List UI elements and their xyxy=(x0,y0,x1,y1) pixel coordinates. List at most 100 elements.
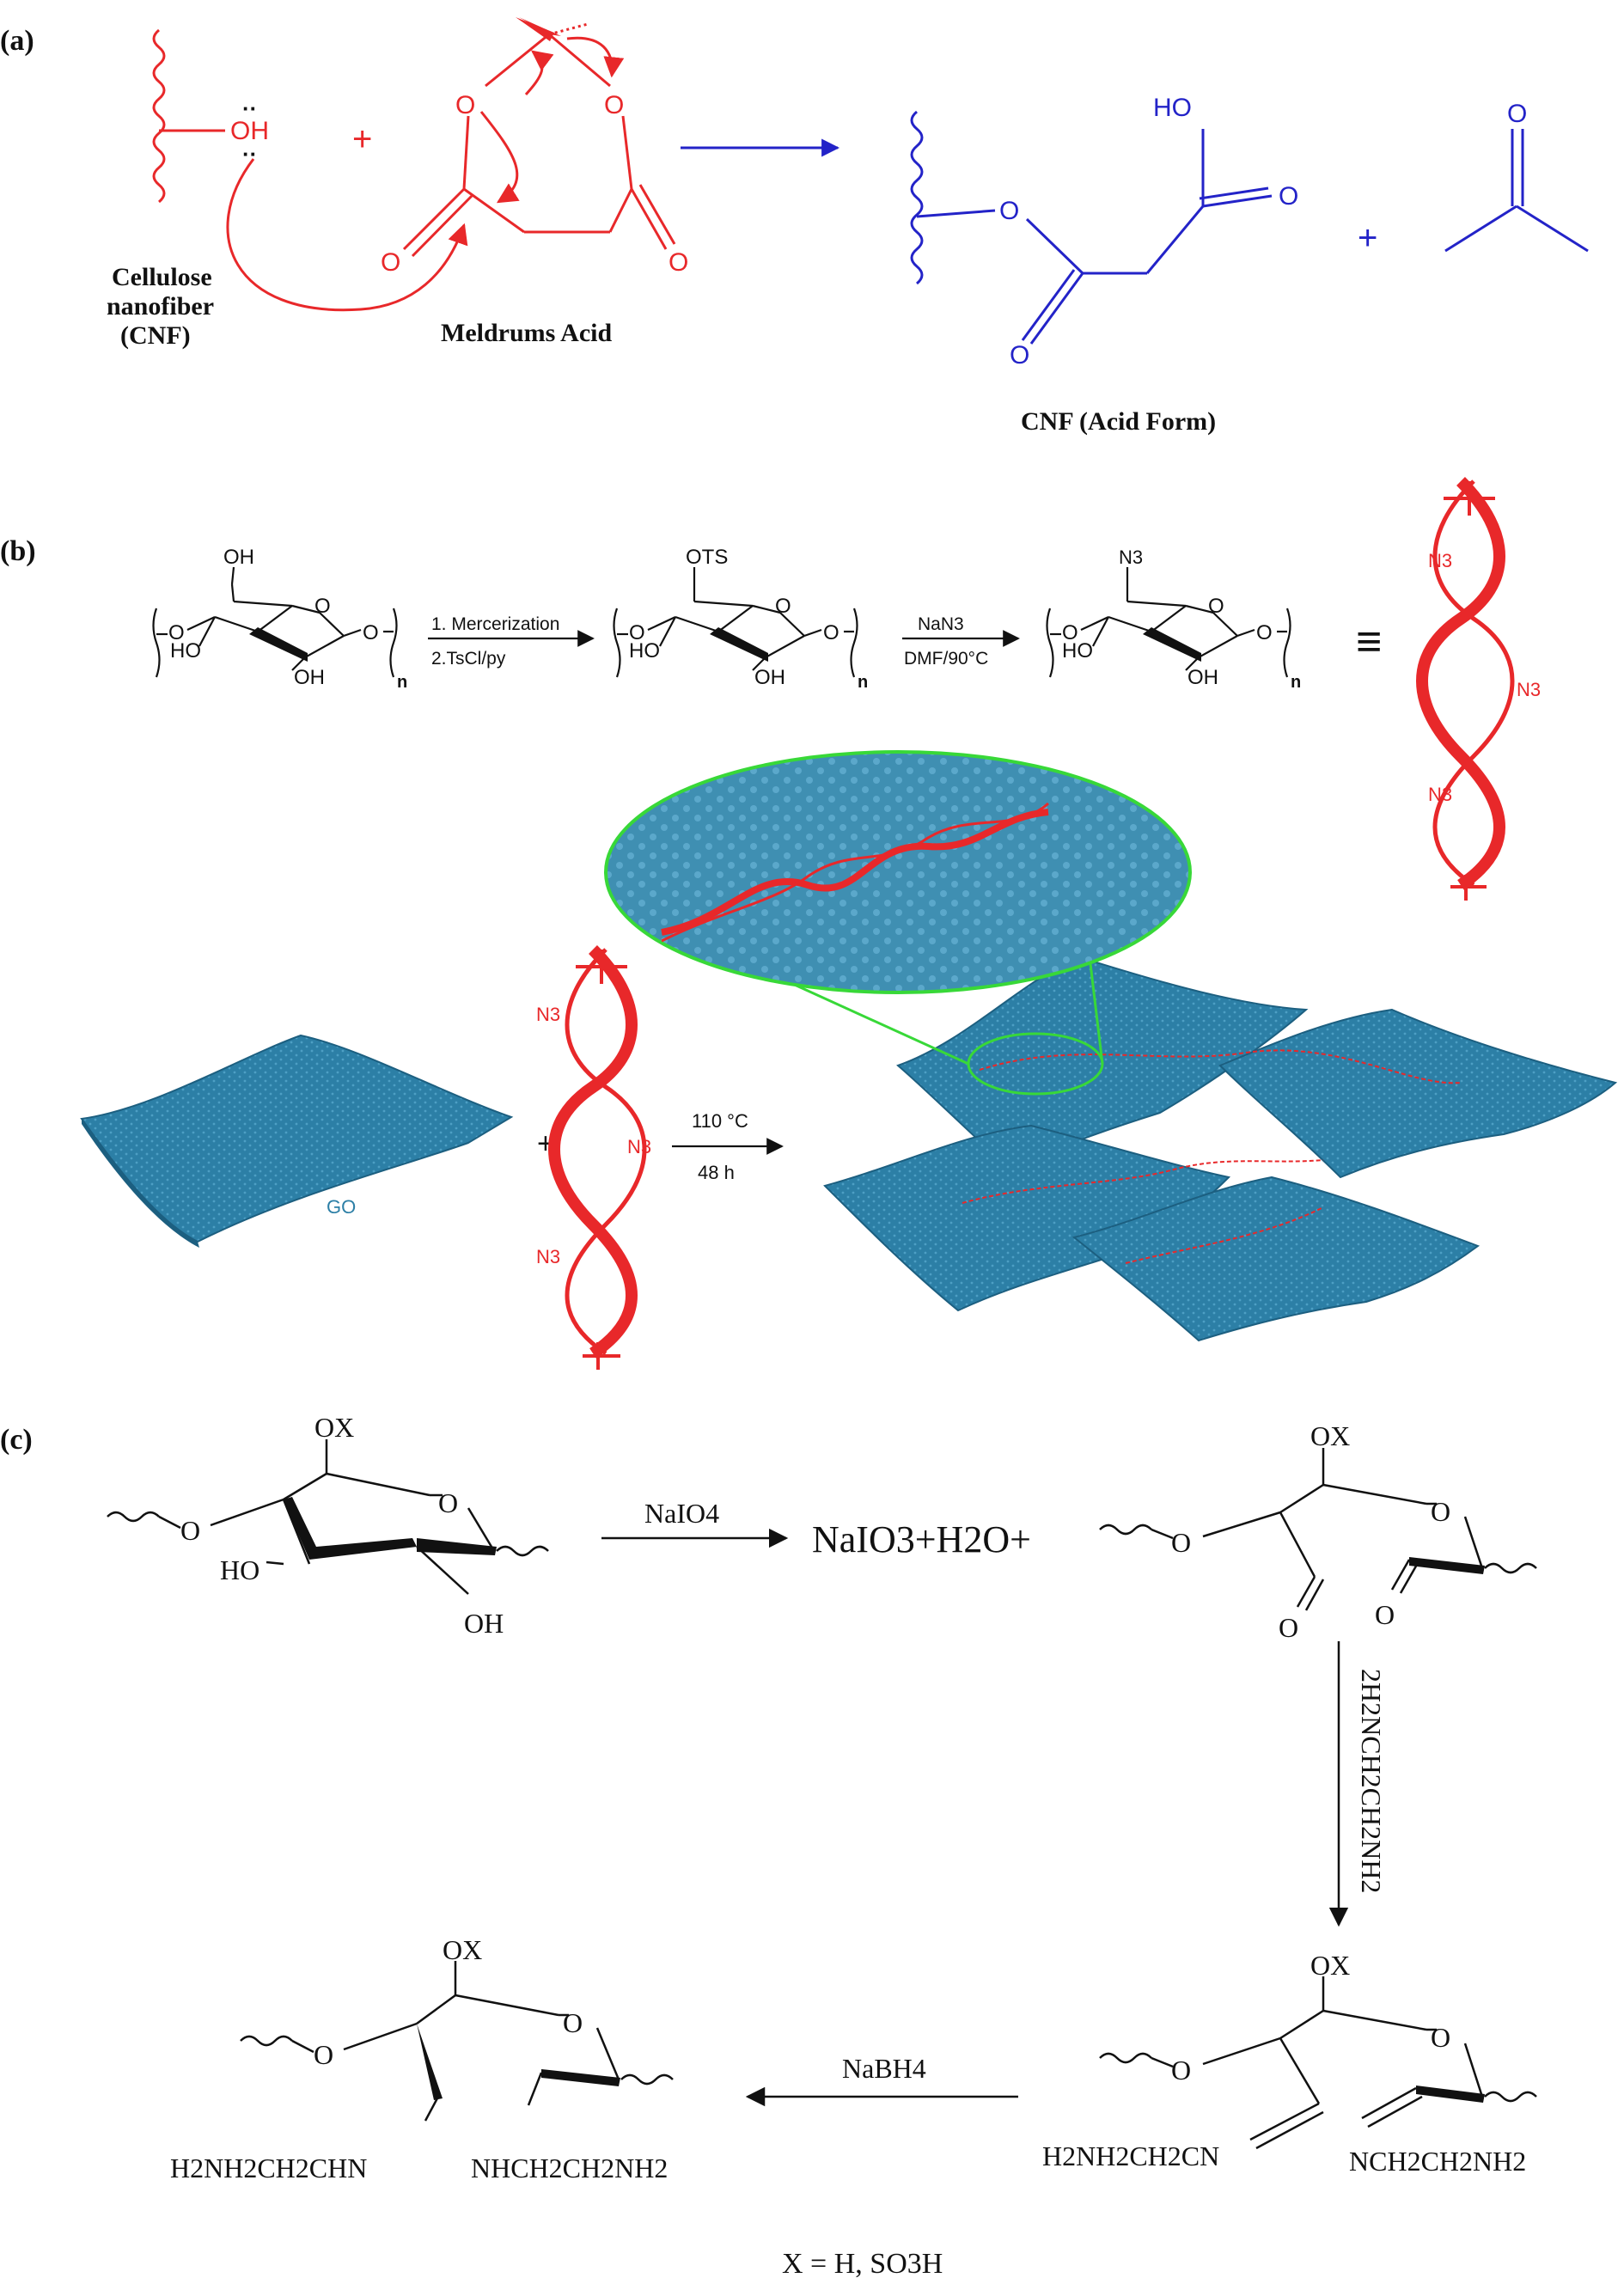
panel-b-label: (b) xyxy=(0,535,36,567)
step-nan3: NaN3 xyxy=(918,614,964,634)
glucose2-oh-bottom: OH xyxy=(754,666,785,689)
step-tscl: 2.TsCl/py xyxy=(431,649,506,669)
helix-right-n3-3: N3 xyxy=(1428,784,1452,805)
step-dmf: DMF/90°C xyxy=(904,649,988,669)
plus-a1: + xyxy=(352,120,372,158)
helix-middle-n3-1: N3 xyxy=(536,1004,560,1025)
haworth-bold-edge-icon xyxy=(284,1497,417,1560)
glucose3-oh-bottom: OH xyxy=(1187,666,1218,689)
cellulose-helix-right-icon xyxy=(1416,477,1515,901)
struct3-o-link: O xyxy=(1171,2055,1191,2086)
lone-pair-top-icon: ·· xyxy=(242,95,257,121)
cnf-label-2: nanofiber xyxy=(107,292,214,321)
struct3-o-ring: O xyxy=(1431,2022,1450,2053)
composite-cellulose-strands xyxy=(962,1049,1462,1264)
glucose1-ho: HO xyxy=(170,639,201,663)
glucose2-ots: OTS xyxy=(686,546,728,569)
struct2-ald-o2: O xyxy=(1375,1599,1395,1630)
helix-middle-n3-2: N3 xyxy=(627,1136,651,1157)
meldrum-ring-o2: O xyxy=(604,91,624,119)
glucose1-oh-bottom: OH xyxy=(294,666,325,689)
zoom-magnifier-icon xyxy=(604,750,1192,994)
amine-structure xyxy=(240,1961,674,2122)
glucose2-ring-o: O xyxy=(775,595,791,618)
glucose3-ho: HO xyxy=(1062,639,1093,663)
panel-b: (b) OH xyxy=(0,477,1618,1370)
graphene-oxide-sheet-icon xyxy=(80,1034,514,1248)
struct2-o-ring: O xyxy=(1431,1496,1450,1527)
meldrum-keto-o1: O xyxy=(381,248,400,277)
glucose3-n: n xyxy=(1291,673,1301,692)
imine-structure xyxy=(1099,1976,1537,2150)
struct4-o-ring: O xyxy=(563,2007,583,2038)
step-mercerization: 1. Mercerization xyxy=(431,614,559,634)
struct3-ox: OX xyxy=(1310,1950,1350,1981)
product-ester-o: O xyxy=(999,197,1019,225)
glucose2-end-o: O xyxy=(823,621,839,644)
meldrums-acid-structure xyxy=(402,17,676,258)
glucose1-n: n xyxy=(397,673,407,692)
helix-middle-n3-3: N3 xyxy=(536,1246,560,1267)
glucose2-link-o: O xyxy=(629,621,645,644)
condition-temp: 110 °C xyxy=(692,1110,748,1132)
struct4-ox: OX xyxy=(443,1934,482,1965)
glucose3-n3: N3 xyxy=(1119,547,1143,568)
cnf-label-3: (CNF) xyxy=(120,321,191,350)
cellulose-unit-structure xyxy=(107,1439,549,1595)
acetone-o: O xyxy=(1507,100,1527,128)
glucose2-n: n xyxy=(858,673,868,692)
struct2-ald-o1: O xyxy=(1279,1612,1298,1643)
carbonyl-arrow-icon xyxy=(479,111,520,204)
ring-opening-arrow-icon xyxy=(524,50,554,96)
condition-time: 48 h xyxy=(698,1162,735,1183)
product-acid-o: O xyxy=(1279,182,1298,211)
struct1-oh: OH xyxy=(464,1608,504,1639)
nucleophilic-attack-arrow-icon xyxy=(226,158,468,312)
product-ho: HO xyxy=(1153,94,1192,122)
reagent-ethylenediamine: 2H2NCH2CH2NH2 xyxy=(1356,1669,1387,1893)
glucose1-link-o: O xyxy=(168,621,185,644)
struct4-amine-left: H2NH2CH2CHN xyxy=(170,2153,367,2183)
glucose1-end-o: O xyxy=(363,621,379,644)
cellulose-helix-middle-icon xyxy=(548,945,647,1370)
struct1-ox: OX xyxy=(314,1412,354,1443)
panel-c: (c) O OX O HO OH NaIO4 NaIO3+H2O+ xyxy=(0,1412,1537,2280)
reagent-naio4: NaIO4 xyxy=(644,1498,719,1529)
meldrums-acid-label: Meldrums Acid xyxy=(441,319,612,347)
struct3-imine-right: NCH2CH2NH2 xyxy=(1349,2146,1526,2177)
cnf-wavy-chain xyxy=(152,28,166,204)
glucose3-link-o: O xyxy=(1062,621,1078,644)
reagent-nabh4: NaBH4 xyxy=(842,2053,926,2084)
glucose3-end-o: O xyxy=(1256,621,1273,644)
equivalence-symbol: ≡ xyxy=(1356,617,1382,667)
panel-a-label: (a) xyxy=(0,25,34,57)
struct2-o-link: O xyxy=(1171,1527,1191,1558)
panel-c-label: (c) xyxy=(0,1424,33,1456)
cnf-acid-product-structure xyxy=(910,110,1273,345)
helix-right-n3-2: N3 xyxy=(1517,679,1541,700)
acetone-structure xyxy=(1444,129,1589,253)
dialdehyde-structure xyxy=(1099,1448,1537,1611)
product-label: CNF (Acid Form) xyxy=(1021,407,1216,436)
bond-cleavage-arrow-icon xyxy=(566,36,625,78)
glucose-unit-1: OH O HO OH O O n xyxy=(152,546,407,692)
cnf-label-1: Cellulose xyxy=(112,263,212,291)
wedge-bond-icon xyxy=(516,17,554,41)
struct4-amine-right: NHCH2CH2NH2 xyxy=(471,2153,668,2183)
meldrum-ring-o1: O xyxy=(455,91,475,119)
glucose2-ho: HO xyxy=(629,639,660,663)
meldrum-keto-o2: O xyxy=(669,248,688,277)
struct3-imine-left: H2NH2CH2CN xyxy=(1042,2140,1219,2171)
cnf-oh: OH xyxy=(230,117,269,145)
composite-sheets-icon xyxy=(823,956,1618,1342)
panel-a: (a) OH ·· ·· Cellulose nanofiber (CNF) + xyxy=(0,17,1589,436)
glucose-unit-2: OTS O HO OH O O n xyxy=(613,546,868,692)
glucose1-ring-o: O xyxy=(314,595,331,618)
x-definition: X = H, SO3H xyxy=(782,2248,943,2280)
go-label: GO xyxy=(327,1196,356,1218)
glucose-unit-3: N3 O HO OH O O n xyxy=(1046,547,1301,692)
glucose3-ring-o: O xyxy=(1208,595,1224,618)
helix-right-n3-1: N3 xyxy=(1428,550,1452,571)
